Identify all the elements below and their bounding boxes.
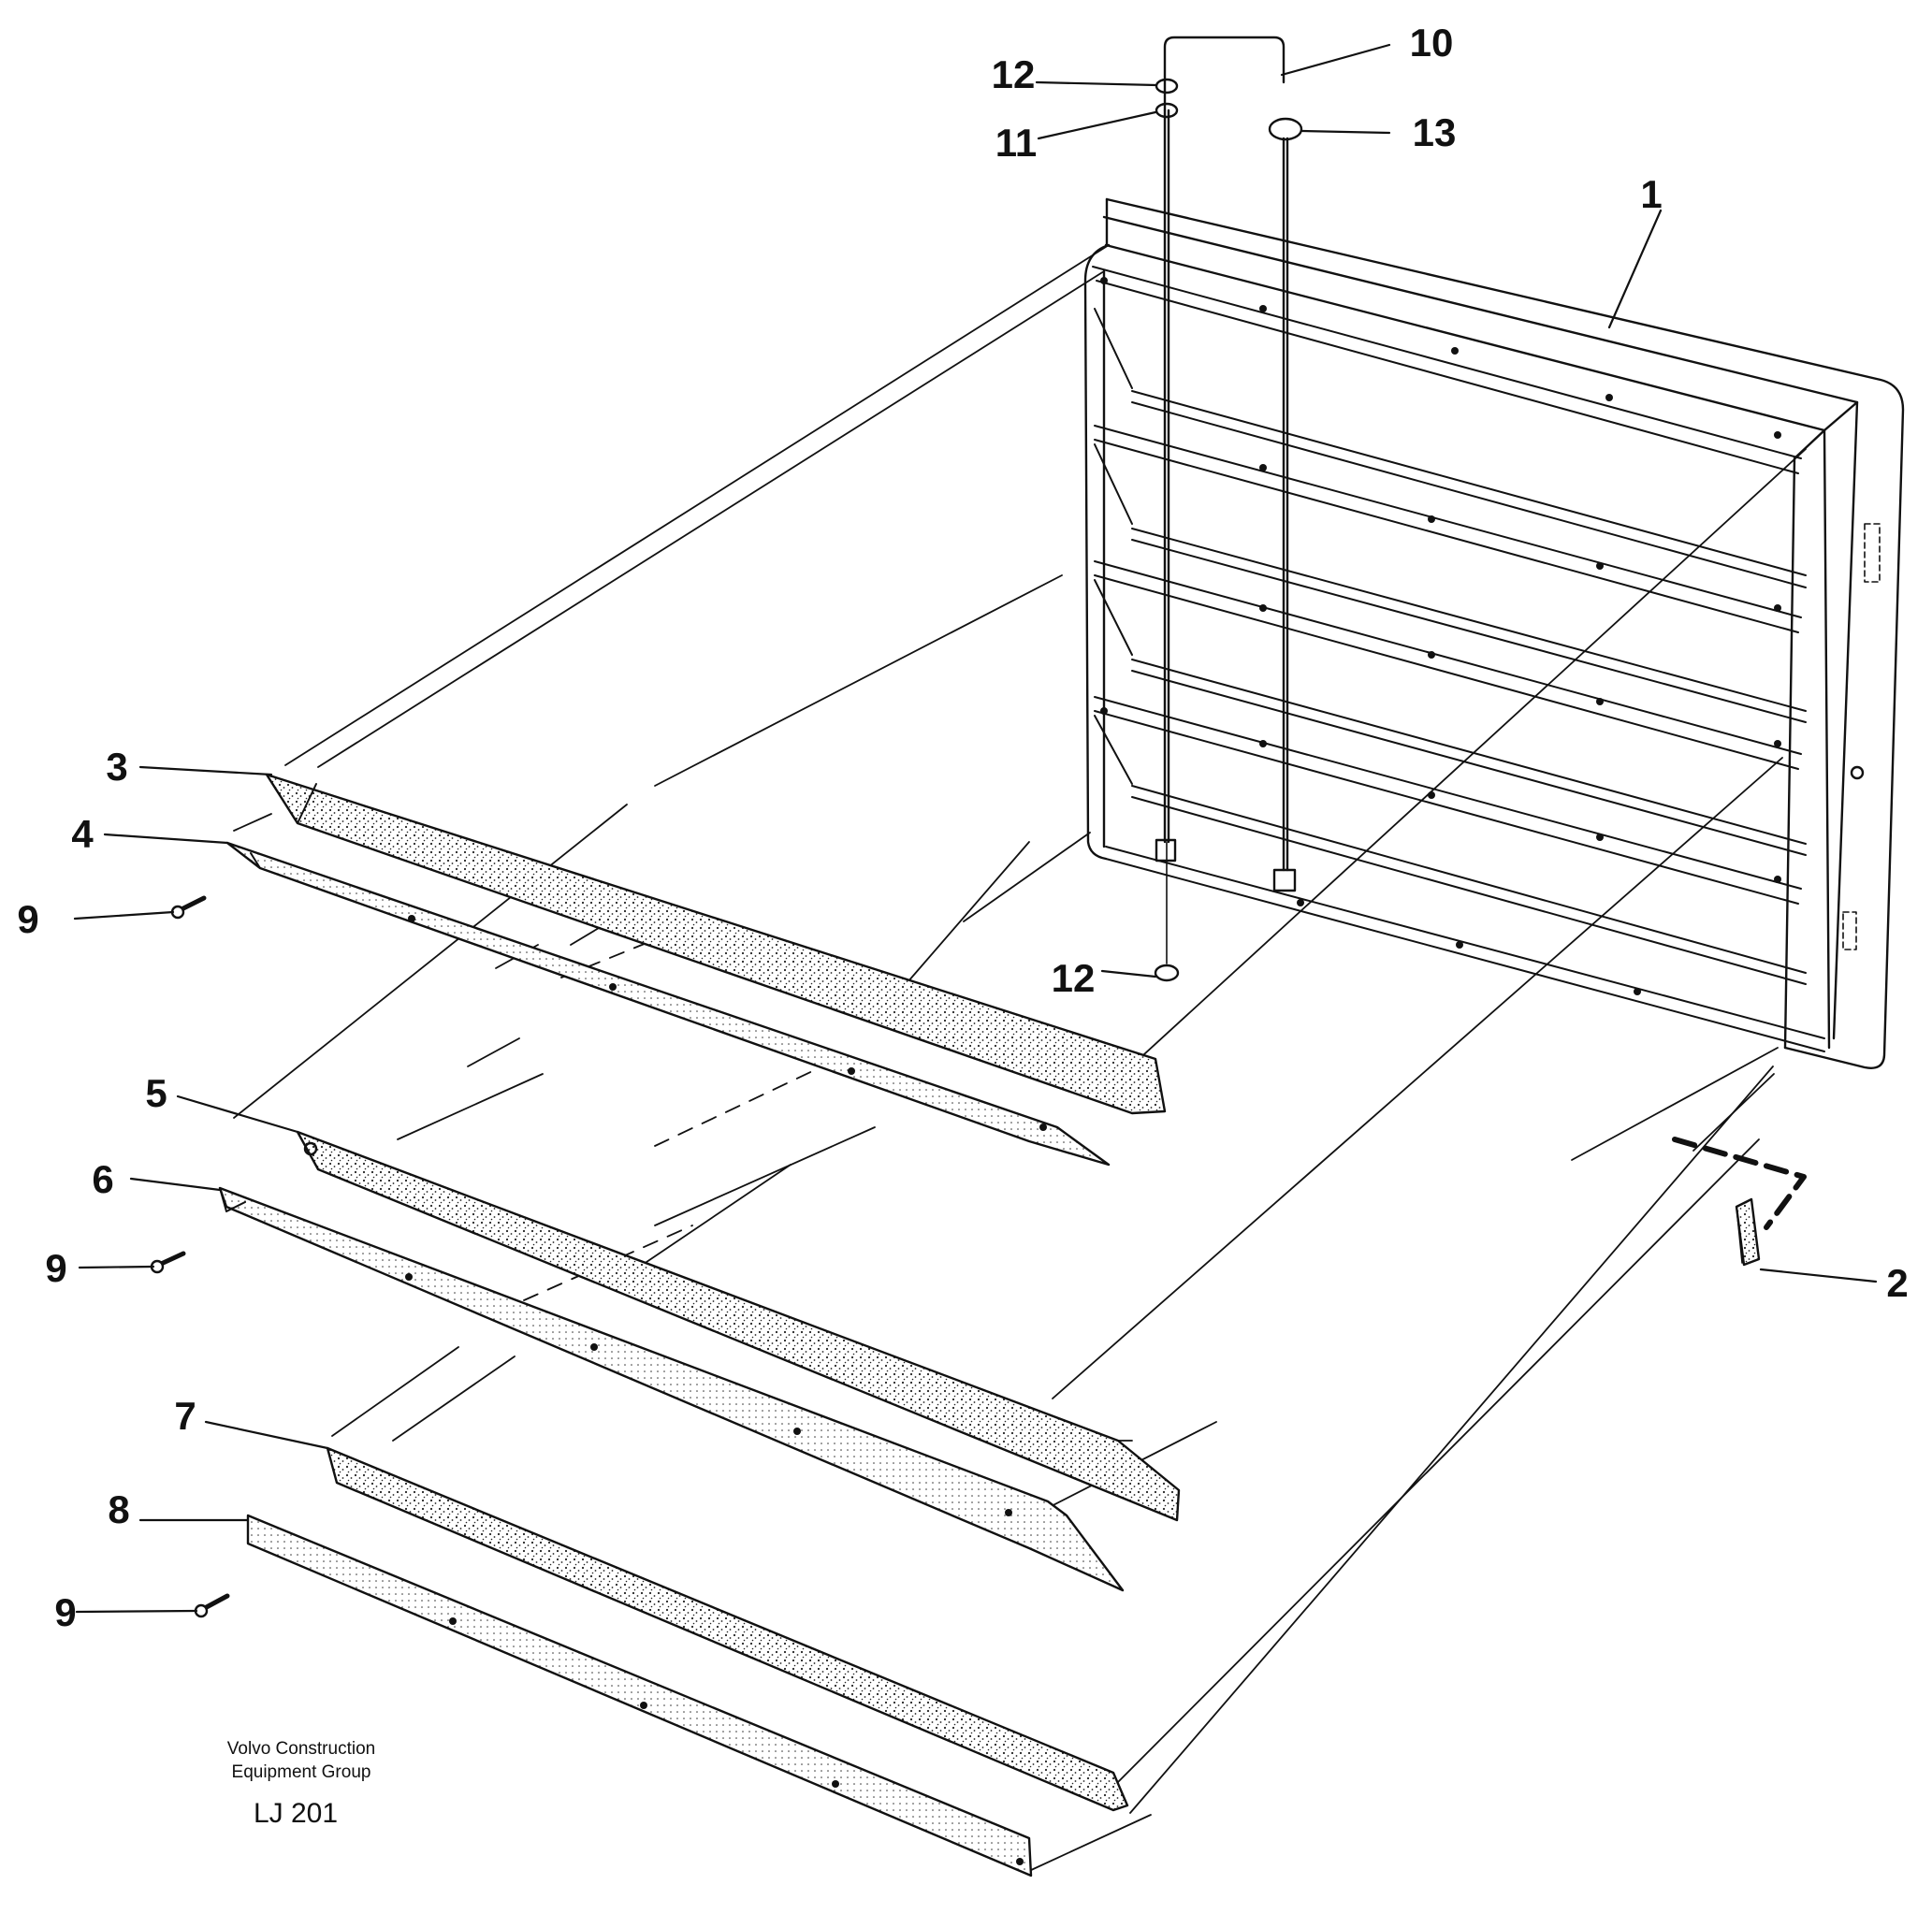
strip-5-foam <box>296 1130 1181 1522</box>
frame-outer-plate <box>1105 197 1905 1069</box>
frame-slot-upper <box>1864 523 1881 583</box>
seal-block-body <box>1735 1197 1761 1267</box>
strip-4-holes <box>408 915 1047 1131</box>
strip-3-foam <box>265 773 1167 1115</box>
grommet-13 <box>1268 117 1303 141</box>
strip-7-foam <box>326 1446 1129 1812</box>
screw-9b <box>156 1251 186 1268</box>
nut-12-bottom <box>1154 964 1180 982</box>
callout-9c: 9 <box>54 1590 76 1634</box>
callout-1: 1 <box>1640 172 1662 216</box>
callout-13: 13 <box>1413 110 1457 154</box>
lift-rod-assembly <box>1154 36 1303 982</box>
callout-9a: 9 <box>17 897 38 941</box>
callout-9b: 9 <box>45 1246 66 1290</box>
drawing-code: LJ 201 <box>254 1798 338 1829</box>
frame-top-rail <box>1104 243 1831 1050</box>
strip-6-holes <box>405 1273 1012 1516</box>
screw-9a <box>177 895 207 913</box>
rod-bracket-right <box>1272 868 1297 892</box>
screws <box>150 895 230 1618</box>
callout-10: 10 <box>1410 21 1454 65</box>
callout-12b: 12 <box>1052 956 1096 1000</box>
callout-8: 8 <box>108 1487 129 1531</box>
callout-12a: 12 <box>992 52 1036 96</box>
callout-6: 6 <box>92 1157 113 1201</box>
nut-12-top <box>1155 78 1179 94</box>
seal-block <box>1672 1137 1807 1267</box>
frame-right-face <box>1823 400 1859 432</box>
strip-6-angle <box>218 1186 1125 1592</box>
screw-9c <box>200 1593 230 1612</box>
washer-11 <box>1155 102 1179 119</box>
frame-bolt-hole <box>1850 765 1865 780</box>
louver-rivets <box>1100 277 1781 995</box>
rod-bracket-left <box>1155 838 1177 863</box>
leader-lines <box>73 43 1878 1614</box>
callout-11: 11 <box>995 121 1037 165</box>
callout-5: 5 <box>145 1071 167 1115</box>
callout-4: 4 <box>71 812 94 856</box>
credit-line-2: Equipment Group <box>232 1762 371 1782</box>
louver-blades <box>1092 266 1825 1052</box>
credit-line-1: Volvo Construction <box>227 1739 375 1759</box>
frame-slot-lower <box>1842 911 1857 950</box>
frame-right-depth <box>1783 428 1826 1050</box>
lift-rod <box>1163 36 1286 112</box>
strip-8-holes <box>449 1617 1024 1865</box>
callout-3: 3 <box>106 745 127 789</box>
frame-inner-border <box>1102 215 1859 1040</box>
callout-7: 7 <box>174 1394 196 1438</box>
callout-2: 2 <box>1886 1261 1908 1305</box>
grille-frame <box>1083 197 1905 1069</box>
frame-left-flange <box>1083 243 1111 861</box>
